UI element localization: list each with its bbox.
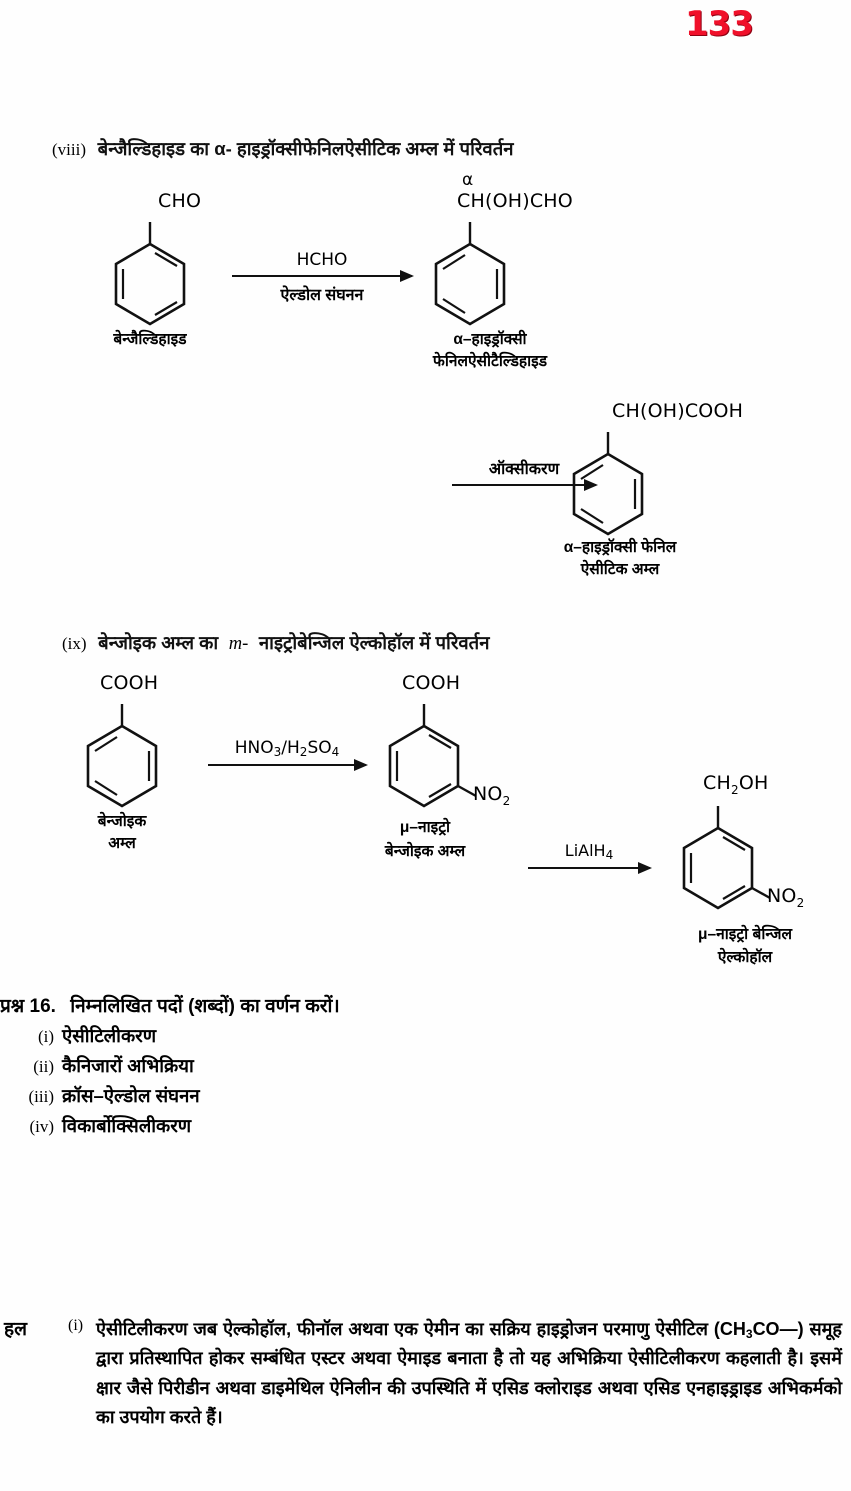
nitrobenzyl-name-line2: ऐल्कोहॉल <box>717 949 773 966</box>
reaction-arrow-4: LiAlH4 <box>528 841 652 874</box>
nitrobenzyl-name-line1: μ–नाइट्रो बेन्जिल <box>698 926 792 943</box>
question-ix-text-after: नाइट्रोबेन्जिल ऐल्कोहॉल में परिवर्तन <box>258 632 490 653</box>
product1-name-line2: फेनिलऐसीटैल्डिहाइड <box>432 353 548 370</box>
product1-name-line1: α–हाइड्रॉक्सी <box>453 331 527 348</box>
reaction-arrow-2: ऑक्सीकरण <box>452 461 598 491</box>
alpha-position-mark: α <box>462 170 474 190</box>
arrow-4-reagent: LiAlH4 <box>528 841 650 862</box>
arrow-3-sub-1: 3 <box>273 745 282 759</box>
nitrobenzyl-ch2oh-label: CH2OH <box>703 772 769 797</box>
product2-name-line1: α–हाइड्रॉक्सी फेनिल <box>563 539 677 556</box>
arrow-1-condition: ऐल्डोल संघनन <box>280 287 364 304</box>
solution-text: ऐसीटिलीकरण जब ऐल्कोहॉल, फीनॉल अथवा एक ऐम… <box>96 1315 842 1432</box>
solution-marker: (i) <box>68 1317 84 1334</box>
nitrobenzoic-no2-label: NO2 <box>473 783 511 808</box>
question-16-item-4-label: विकार्बोक्सिलीकरण <box>62 1115 192 1136</box>
question-16-title-row: प्रश्न 16. निम्नलिखित पदों (शब्दों) का व… <box>0 992 700 1018</box>
solution-tag: हल <box>4 1319 27 1340</box>
solution-term: ऐसीटिलीकरण <box>96 1319 188 1339</box>
question-16-item-2: (ii) कैनिजारों अभिक्रिया <box>0 1053 700 1078</box>
arrow-3-reagent-text: HNO <box>234 738 274 758</box>
question-ix-marker: (ix) <box>62 634 87 653</box>
reaction-arrow-1: HCHO ऐल्डोल संघनन <box>232 250 414 304</box>
benzaldehyde-cho-label: CHO <box>158 190 202 212</box>
product2-name-line2: ऐसीटिक अम्ल <box>580 561 660 578</box>
question-16-label: प्रश्न 16. <box>0 996 56 1017</box>
solution-formula-subscript: 3 <box>745 1327 753 1341</box>
question-16-block: प्रश्न 16. निम्नलिखित पदों (शब्दों) का व… <box>0 992 700 1138</box>
question-ix-heading: (ix) बेन्जोइक अम्ल का m- नाइट्रोबेन्जिल … <box>62 630 489 655</box>
benzene-ring-4 <box>82 704 158 808</box>
product1-group-label: CH(OH)CHO <box>457 190 573 212</box>
benzene-ring-1 <box>110 222 186 326</box>
solution-body-part2: CO—) समूह द्वारा प्रतिस्थापित होकर सम्बं… <box>96 1319 842 1427</box>
question-16-item-2-marker: (ii) <box>33 1057 54 1076</box>
arrow-3-reagent-text-3: SO <box>307 738 332 758</box>
question-16-item-1-marker: (i) <box>37 1027 54 1046</box>
arrow-1-reagent: HCHO <box>296 250 348 270</box>
product2-group-label: CH(OH)COOH <box>612 400 744 422</box>
question-16-item-3-marker: (iii) <box>28 1087 55 1106</box>
question-16-title: निम्नलिखित पदों (शब्दों) का वर्णन करों। <box>70 996 340 1017</box>
solution-body-part1: जब ऐल्कोहॉल, फीनॉल अथवा एक ऐमीन का सक्रि… <box>187 1319 746 1339</box>
benzoic-acid-cooh-label: COOH <box>100 672 159 694</box>
arrow-2-condition: ऑक्सीकरण <box>488 461 560 478</box>
benzene-ring-3 <box>568 432 644 536</box>
benzaldehyde-name: बेन्जैल्डिहाइड <box>113 331 187 348</box>
nitrobenzoic-name-line2: बेन्जोइक अम्ल <box>384 843 466 860</box>
question-16-item-4: (iv) विकार्बोक्सिलीकरण <box>0 1113 700 1138</box>
arrow-3-sub-3: 4 <box>331 745 340 759</box>
nitrobenzoic-cooh-label: COOH <box>402 672 461 694</box>
question-ix-text-before: बेन्जोइक अम्ल का <box>98 632 219 653</box>
arrow-3-reagent-text-2: /H <box>281 738 300 758</box>
reaction-arrow-3: HNO3/H2SO4 <box>208 738 368 771</box>
benzene-ring-6 <box>678 806 771 910</box>
arrow-4-reagent-text: LiAlH <box>564 841 606 860</box>
question-ix-meta-prefix: m- <box>228 634 249 654</box>
question-viii-heading: (viii) बेन्जैल्डिहाइड का α- हाइड्रॉक्सीफ… <box>52 136 514 161</box>
arrow-3-reagent: HNO3/H2SO4 <box>208 738 366 759</box>
question-16-item-2-label: कैनिजारों अभिक्रिया <box>62 1055 194 1076</box>
page-number: 133 <box>685 4 754 44</box>
question-16-item-3-label: क्रॉस–ऐल्डोल संघनन <box>62 1085 200 1106</box>
arrow-3-sub-2: 2 <box>299 745 308 759</box>
nitrobenzoic-name-line1: μ–नाइट्रो <box>399 819 451 836</box>
arrow-4-sub-1: 4 <box>605 848 614 862</box>
question-16-item-4-marker: (iv) <box>29 1117 54 1136</box>
benzoic-acid-name-line2: अम्ल <box>108 835 136 852</box>
question-viii-marker: (viii) <box>52 140 86 159</box>
question-16-item-1-label: ऐसीटिलीकरण <box>62 1025 157 1046</box>
benzene-ring-5 <box>384 704 477 808</box>
nitrobenzyl-no2-label: NO2 <box>767 885 805 910</box>
question-16-item-3: (iii) क्रॉस–ऐल्डोल संघनन <box>0 1083 700 1108</box>
question-16-item-1: (i) ऐसीटिलीकरण <box>0 1023 700 1048</box>
benzoic-acid-name-line1: बेन्जोइक <box>97 813 147 830</box>
question-viii-text: बेन्जैल्डिहाइड का α- हाइड्रॉक्सीफेनिलऐसी… <box>97 138 514 159</box>
benzene-ring-2 <box>430 222 506 326</box>
